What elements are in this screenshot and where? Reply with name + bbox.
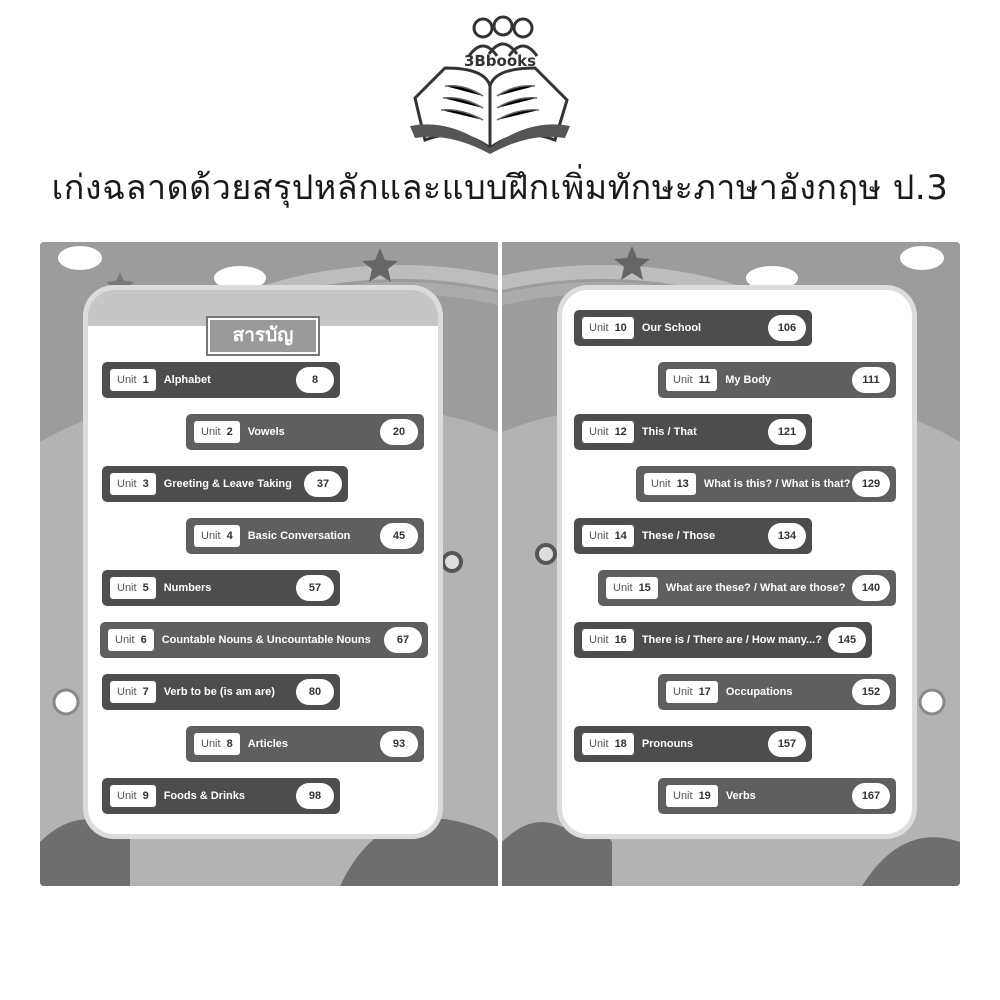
page-number: 93 bbox=[380, 731, 418, 757]
unit-title: Verbs bbox=[725, 790, 756, 802]
page-number: 20 bbox=[380, 419, 418, 445]
page-number: 157 bbox=[768, 731, 806, 757]
page-number: 121 bbox=[768, 419, 806, 445]
page-number: 8 bbox=[296, 367, 334, 393]
unit-title: These / Those bbox=[641, 530, 716, 542]
page-number: 98 bbox=[296, 783, 334, 809]
unit-title: Countable Nouns & Uncountable Nouns bbox=[161, 634, 371, 646]
unit-title: Numbers bbox=[163, 582, 212, 594]
page-number: 106 bbox=[768, 315, 806, 341]
brand-name: 3Bbooks bbox=[463, 52, 537, 70]
page-number: 37 bbox=[304, 471, 342, 497]
unit-title: Our School bbox=[641, 322, 702, 334]
unit-title: Basic Conversation bbox=[247, 530, 351, 542]
page-number: 145 bbox=[828, 627, 866, 653]
unit-title: Foods & Drinks bbox=[163, 790, 245, 802]
page-number: 140 bbox=[852, 575, 890, 601]
page-number: 67 bbox=[384, 627, 422, 653]
page-number: 167 bbox=[852, 783, 890, 809]
3bbooks-logo bbox=[410, 15, 570, 154]
page-number: 129 bbox=[852, 471, 890, 497]
page-number: 80 bbox=[296, 679, 334, 705]
page-number: 45 bbox=[380, 523, 418, 549]
unit-title: Greeting & Leave Taking bbox=[163, 478, 292, 490]
page-number: 111 bbox=[852, 367, 890, 393]
unit-title: My Body bbox=[725, 374, 772, 386]
toc-heading: สารบัญ bbox=[208, 318, 318, 354]
unit-title: What is this? / What is that? bbox=[703, 478, 851, 490]
unit-title: Occupations bbox=[725, 686, 793, 698]
unit-title: There is / There are / How many...? bbox=[641, 634, 822, 646]
page-number: 134 bbox=[768, 523, 806, 549]
unit-title: This / That bbox=[641, 426, 697, 438]
unit-title: Pronouns bbox=[641, 738, 694, 750]
page-number: 152 bbox=[852, 679, 890, 705]
unit-title: Articles bbox=[247, 738, 289, 750]
unit-title: What are these? / What are those? bbox=[665, 582, 846, 594]
page-number: 57 bbox=[296, 575, 334, 601]
unit-title: Vowels bbox=[247, 426, 285, 438]
unit-title: Verb to be (is am are) bbox=[163, 686, 275, 698]
unit-title: Alphabet bbox=[163, 374, 211, 386]
page-headline: เก่งฉลาดด้วยสรุปหลักและแบบฝึกเพิ่มทักษะภ… bbox=[51, 168, 949, 208]
